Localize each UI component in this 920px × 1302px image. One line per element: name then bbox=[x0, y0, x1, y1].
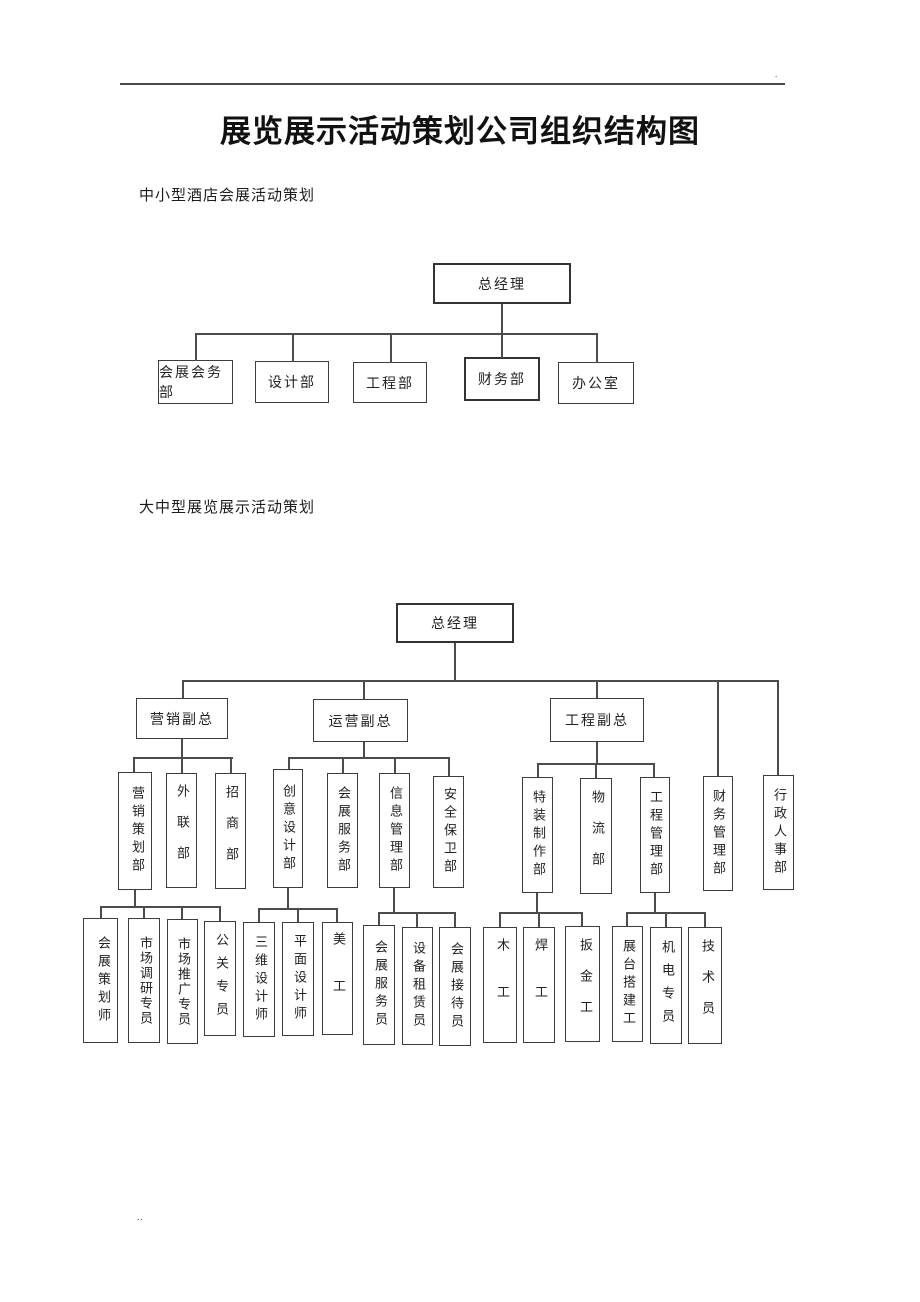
connector-line bbox=[336, 908, 338, 922]
connector-line bbox=[653, 763, 655, 777]
connector-line bbox=[181, 739, 183, 757]
connector-line bbox=[596, 742, 598, 763]
connector-line bbox=[181, 757, 183, 773]
org2-dept-info-management: 信息管理部 bbox=[379, 773, 410, 888]
connector-line bbox=[393, 888, 395, 912]
connector-line bbox=[182, 680, 779, 682]
connector-line bbox=[288, 757, 290, 769]
connector-line bbox=[595, 763, 597, 778]
connector-line bbox=[626, 912, 628, 926]
org2-role-market-promotion: 市场推广专员 bbox=[167, 919, 198, 1044]
org2-dept-finance-management: 财务管理部 bbox=[703, 776, 733, 891]
connector-line bbox=[133, 757, 233, 759]
connector-line bbox=[182, 680, 184, 698]
footer-mark: .. bbox=[137, 1212, 144, 1222]
connector-line bbox=[537, 763, 539, 777]
org2-dept-exhibition-service: 会展服务部 bbox=[327, 773, 358, 888]
org2-role-electromechanical: 机电专员 bbox=[650, 927, 682, 1044]
org2-dept-security: 安全保卫部 bbox=[433, 776, 464, 888]
connector-line bbox=[538, 912, 540, 927]
org2-role-exhibition-planner: 会展策划师 bbox=[83, 918, 118, 1043]
org2-root-general-manager: 总经理 bbox=[396, 603, 514, 643]
org2-vp-operations: 运营副总 bbox=[313, 699, 408, 742]
connector-line bbox=[363, 680, 365, 699]
connector-line bbox=[454, 912, 456, 927]
connector-line bbox=[501, 304, 503, 334]
connector-line bbox=[342, 757, 344, 773]
connector-line bbox=[390, 333, 392, 363]
org2-role-booth-builder: 展台搭建工 bbox=[612, 926, 643, 1042]
connector-line bbox=[499, 912, 501, 927]
section-label-large-exhibition: 大中型展览展示活动策划 bbox=[139, 500, 316, 516]
connector-line bbox=[596, 680, 598, 698]
org1-dept-design: 设计部 bbox=[255, 361, 329, 403]
org1-dept-engineering: 工程部 bbox=[353, 362, 427, 403]
connector-line bbox=[501, 333, 503, 358]
connector-line bbox=[499, 912, 583, 914]
connector-line bbox=[581, 912, 583, 926]
connector-line bbox=[777, 680, 779, 775]
connector-line bbox=[100, 906, 102, 918]
org2-role-public-relations: 公关专员 bbox=[204, 921, 236, 1036]
connector-line bbox=[134, 890, 136, 906]
connector-line bbox=[363, 742, 365, 757]
org2-role-market-research: 市场调研专员 bbox=[128, 918, 160, 1043]
connector-line bbox=[292, 333, 294, 362]
org2-dept-special-fabrication: 特装制作部 bbox=[522, 777, 553, 893]
page-title: 展览展示活动策划公司组织结构图 bbox=[220, 114, 700, 149]
org2-role-welder: 焊工 bbox=[523, 927, 555, 1043]
org2-dept-logistics: 物流部 bbox=[580, 778, 612, 894]
org2-role-3d-designer: 三维设计师 bbox=[243, 922, 275, 1037]
connector-line bbox=[297, 908, 299, 922]
org2-role-reception: 会展接待员 bbox=[439, 927, 471, 1046]
org2-role-carpenter: 木工 bbox=[483, 927, 517, 1043]
org1-dept-exhibition-affairs: 会展会务部 bbox=[158, 360, 233, 404]
connector-line bbox=[378, 912, 380, 925]
connector-line bbox=[394, 757, 396, 773]
connector-line bbox=[454, 643, 456, 680]
connector-line bbox=[143, 906, 145, 918]
connector-line bbox=[230, 757, 232, 773]
connector-line bbox=[704, 912, 706, 927]
connector-line bbox=[416, 912, 418, 927]
connector-line bbox=[287, 888, 289, 908]
org2-vp-engineering: 工程副总 bbox=[550, 698, 644, 742]
connector-line bbox=[181, 906, 183, 919]
connector-line bbox=[195, 333, 197, 361]
org1-root-general-manager: 总经理 bbox=[433, 263, 571, 304]
org2-dept-marketing-planning: 营销策划部 bbox=[118, 772, 152, 890]
org2-role-graphic-designer: 平面设计师 bbox=[282, 922, 314, 1036]
org2-role-sheet-metal-worker: 扳金工 bbox=[565, 926, 600, 1042]
connector-line bbox=[195, 333, 597, 335]
org1-dept-office: 办公室 bbox=[558, 362, 634, 404]
org2-role-exhibition-attendant: 会展服务员 bbox=[363, 925, 395, 1045]
org2-role-technician: 技术员 bbox=[688, 927, 722, 1044]
connector-line bbox=[596, 333, 598, 363]
org2-role-equipment-rental: 设备租赁员 bbox=[402, 927, 433, 1045]
connector-line bbox=[133, 757, 135, 772]
connector-line bbox=[665, 912, 667, 927]
connector-line bbox=[654, 893, 656, 912]
corner-mark: . bbox=[775, 69, 779, 79]
section-label-small-hotel: 中小型酒店会展活动策划 bbox=[139, 188, 316, 204]
org2-dept-hr-admin: 行政人事部 bbox=[763, 775, 794, 890]
connector-line bbox=[100, 906, 220, 908]
connector-line bbox=[448, 757, 450, 776]
connector-line bbox=[258, 908, 260, 922]
connector-line bbox=[536, 893, 538, 912]
connector-line bbox=[717, 680, 719, 776]
connector-line bbox=[219, 906, 221, 921]
org2-vp-marketing: 营销副总 bbox=[136, 698, 228, 739]
connector-line bbox=[288, 757, 449, 759]
org2-dept-investment: 招商部 bbox=[215, 773, 246, 889]
org2-role-artworker: 美工 bbox=[322, 922, 353, 1035]
org2-dept-external-relations: 外联部 bbox=[166, 773, 197, 888]
org2-dept-creative-design: 创意设计部 bbox=[273, 769, 303, 888]
header-rule bbox=[120, 83, 785, 85]
org2-dept-project-management: 工程管理部 bbox=[640, 777, 670, 893]
org1-dept-finance: 财务部 bbox=[464, 357, 540, 401]
